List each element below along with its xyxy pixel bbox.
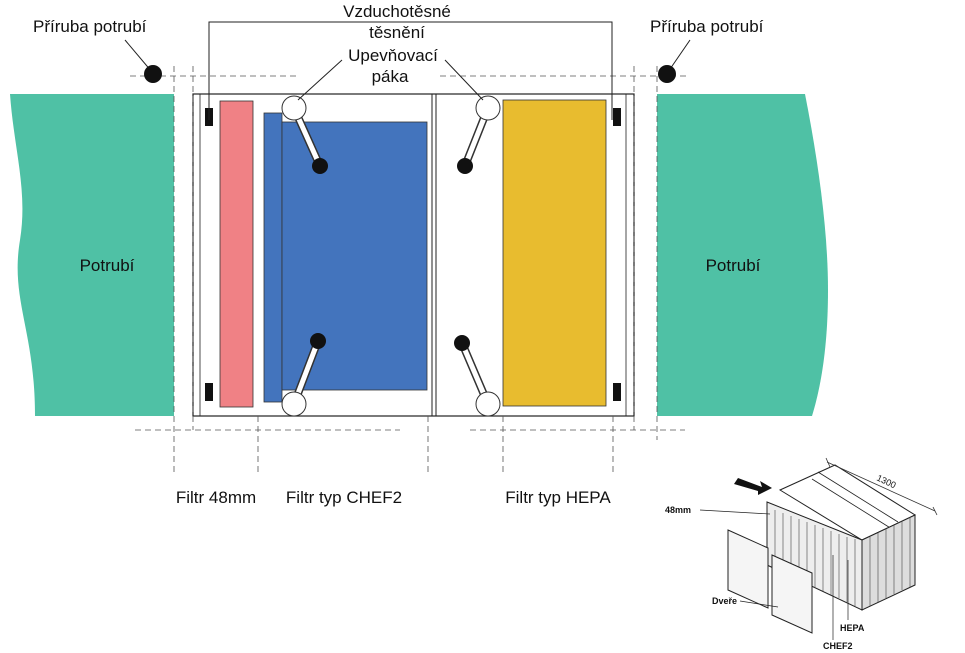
lever-left-top — [281, 95, 328, 174]
filter-48mm — [219, 100, 254, 408]
duct-right-label: Potrubí — [706, 256, 761, 275]
seal-label-line1: Vzduchotěsné — [343, 2, 451, 21]
flange-right-label: Příruba potrubí — [650, 17, 764, 36]
lever-label-line2: páka — [372, 67, 409, 86]
filter-chef2-front — [263, 112, 283, 403]
lever-right-top — [457, 95, 501, 174]
door-2 — [771, 554, 813, 634]
duct-right — [657, 94, 828, 416]
leader-seal — [208, 21, 613, 120]
iso-label-hepa: HEPA — [840, 623, 865, 633]
lever-left-bottom — [281, 333, 326, 417]
filter-hepa-label: Filtr typ HEPA — [505, 488, 611, 507]
iso-dim-1300: 1300 — [875, 473, 897, 491]
leader-lever-right — [444, 59, 484, 101]
filter-chef2-label: Filtr typ CHEF2 — [286, 488, 402, 507]
isometric-housing: 1300 48mm Dveře HEPA CHEF2 — [665, 457, 938, 651]
lever-label-line1: Upevňovací — [348, 46, 438, 65]
seal-label-line2: těsnění — [369, 23, 425, 42]
filter-48-label: Filtr 48mm — [176, 488, 256, 507]
filter-chef2 — [281, 121, 428, 391]
flange-left-label: Příruba potrubí — [33, 17, 147, 36]
door-1 — [727, 529, 769, 609]
lever-right-bottom — [454, 335, 501, 417]
filter-hepa — [502, 99, 607, 407]
seal-top-right — [613, 108, 621, 126]
duct-left — [10, 94, 174, 416]
leader-flange-left — [124, 39, 153, 73]
iso-label-48mm: 48mm — [665, 505, 691, 515]
leader-lever-left — [297, 59, 343, 101]
seal-bottom-left — [205, 383, 213, 401]
flange-right-dot — [658, 65, 676, 83]
seal-bottom-right — [613, 383, 621, 401]
duct-left-label: Potrubí — [80, 256, 135, 275]
airflow-arrow — [734, 478, 772, 495]
iso-label-doors: Dveře — [712, 596, 737, 606]
iso-label-chef2: CHEF2 — [823, 641, 853, 651]
flange-left-dot — [144, 65, 162, 83]
